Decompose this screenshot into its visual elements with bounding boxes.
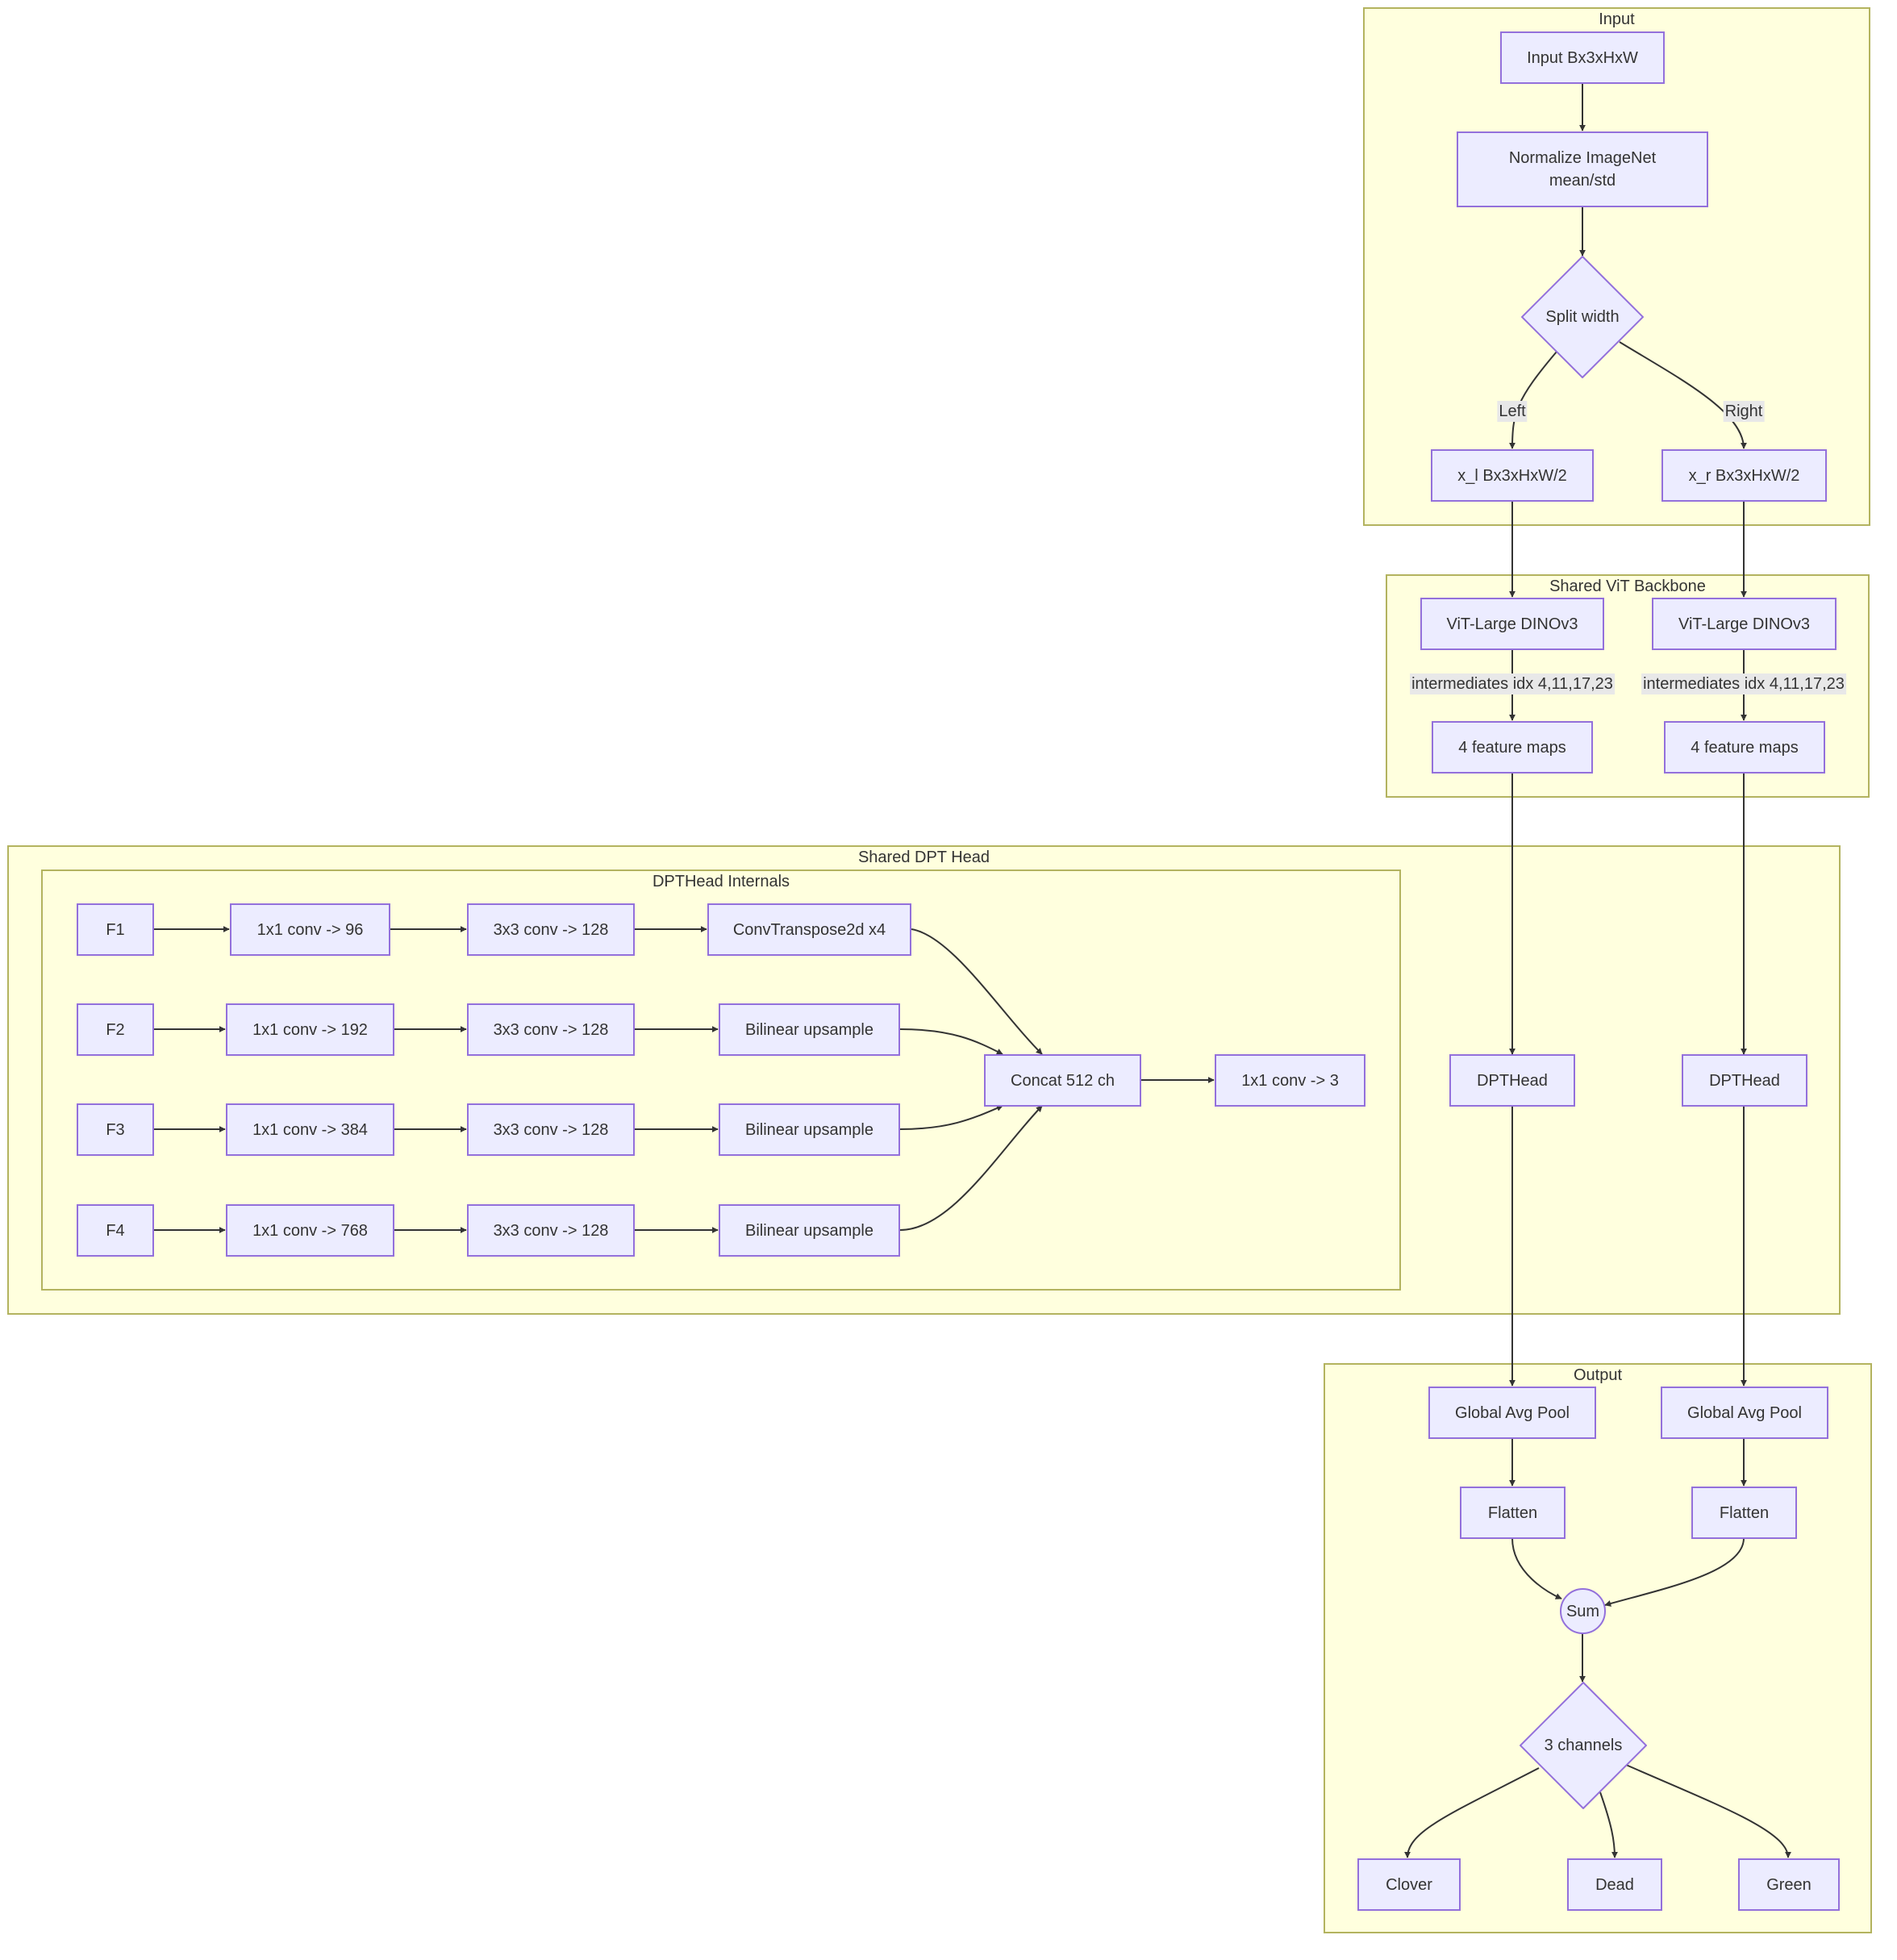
edge-label-right: Right [1723, 401, 1765, 422]
node-input: Input Bx3xHxW [1500, 31, 1665, 84]
node-convtranspose2d: ConvTranspose2d x4 [707, 903, 911, 956]
edge-channels-dead [1599, 1791, 1618, 1858]
edge-flatten-r-sum [1604, 1537, 1745, 1607]
cluster-title-input: Input [1599, 10, 1635, 28]
node-green: Green [1738, 1858, 1840, 1911]
node-sum: Sum [1560, 1588, 1606, 1634]
cluster-title-dpthead-internals: DPTHead Internals [652, 873, 790, 890]
cluster-title-shared-dpt-head: Shared DPT Head [857, 849, 990, 866]
node-f2: F2 [77, 1003, 154, 1056]
edge-label-intermediates-left: intermediates idx 4,11,17,23 [1410, 673, 1615, 694]
node-conv3-128-d: 3x3 conv -> 128 [467, 1204, 635, 1257]
edge-channels-clover [1404, 1767, 1540, 1858]
node-concat-512: Concat 512 ch [984, 1054, 1141, 1107]
cluster-title-output: Output [1573, 1366, 1623, 1384]
node-normalize: Normalize ImageNet mean/std [1457, 131, 1708, 207]
node-conv1-3: 1x1 conv -> 3 [1215, 1054, 1365, 1107]
node-x-l: x_l Bx3xHxW/2 [1431, 449, 1594, 502]
node-f4: F4 [77, 1204, 154, 1257]
edge-split-x-r [1619, 341, 1747, 449]
cluster-input: Input [1363, 7, 1870, 526]
edge-label-left: Left [1497, 401, 1528, 422]
node-f3: F3 [77, 1103, 154, 1156]
edge-bilinear-c-concat [899, 1105, 1043, 1231]
node-bilinear-upsample-c: Bilinear upsample [719, 1204, 900, 1257]
cluster-output: Output [1324, 1363, 1872, 1933]
node-f1: F1 [77, 903, 154, 956]
node-flatten-right: Flatten [1691, 1487, 1797, 1539]
node-flatten-left: Flatten [1460, 1487, 1566, 1539]
node-conv3-128-a: 3x3 conv -> 128 [467, 903, 635, 956]
node-vit-large-right: ViT-Large DINOv3 [1652, 598, 1837, 650]
node-bilinear-upsample-a: Bilinear upsample [719, 1003, 900, 1056]
node-split-width: Split width [1521, 256, 1644, 378]
channels-diamond-shape [1520, 1682, 1647, 1809]
node-vit-large-left: ViT-Large DINOv3 [1420, 598, 1604, 650]
node-feature-maps-right: 4 feature maps [1664, 721, 1825, 774]
edge-bilinear-b-concat [899, 1105, 1003, 1130]
split-diamond-shape [1521, 256, 1644, 378]
edge-bilinear-a-concat [899, 1028, 1003, 1055]
node-dead: Dead [1567, 1858, 1662, 1911]
edge-flatten-l-sum [1511, 1537, 1562, 1599]
node-conv1-768: 1x1 conv -> 768 [226, 1204, 394, 1257]
node-conv3-128-b: 3x3 conv -> 128 [467, 1003, 635, 1056]
edge-convtranspose-concat [911, 928, 1043, 1055]
node-global-avg-pool-right: Global Avg Pool [1661, 1387, 1828, 1439]
node-x-r: x_r Bx3xHxW/2 [1661, 449, 1827, 502]
node-global-avg-pool-left: Global Avg Pool [1428, 1387, 1596, 1439]
node-conv3-128-c: 3x3 conv -> 128 [467, 1103, 635, 1156]
node-conv1-384: 1x1 conv -> 384 [226, 1103, 394, 1156]
edge-channels-green [1625, 1764, 1791, 1858]
edge-label-intermediates-right: intermediates idx 4,11,17,23 [1641, 673, 1846, 694]
node-conv1-192: 1x1 conv -> 192 [226, 1003, 394, 1056]
node-dpthead-right: DPTHead [1682, 1054, 1807, 1107]
cluster-title-shared-vit-backbone: Shared ViT Backbone [1549, 578, 1706, 595]
node-conv1-96: 1x1 conv -> 96 [230, 903, 390, 956]
node-3-channels: 3 channels [1520, 1682, 1647, 1809]
node-dpthead-left: DPTHead [1449, 1054, 1575, 1107]
node-clover: Clover [1357, 1858, 1461, 1911]
node-bilinear-upsample-b: Bilinear upsample [719, 1103, 900, 1156]
node-feature-maps-left: 4 feature maps [1432, 721, 1593, 774]
